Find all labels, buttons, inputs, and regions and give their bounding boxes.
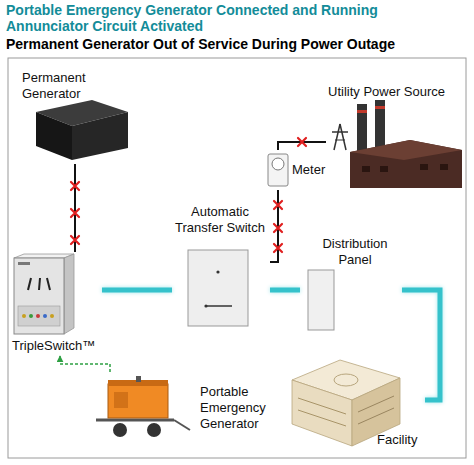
tripleswitch-icon [14,254,74,334]
generator-body [108,384,168,418]
stack-band [375,106,385,109]
generator-door [114,392,128,408]
red-x [274,224,282,232]
switch-blade [206,305,232,307]
portable-generator-icon [96,376,190,437]
terminal [43,314,47,318]
red-x [71,182,79,190]
switch-plate [18,262,30,265]
node-label: Distribution Panel [310,236,400,268]
title: Portable Emergency Generator Connected a… [6,2,378,18]
red-x-marks [71,138,306,252]
trailer-tongue [174,420,190,430]
status-heading: Permanent Generator Out of Service Durin… [6,36,395,52]
wheel [147,423,161,437]
switch-front [14,258,64,334]
live-power-line [270,288,300,293]
switch-lever [39,278,40,290]
distribution-panel-icon [308,270,334,330]
terminal [29,314,33,318]
tower-leg [340,124,346,150]
power-plant-icon [332,100,462,188]
permanent-generator-icon [36,100,128,160]
smokestack [375,100,385,152]
node-label: Utility Power Source [328,84,468,100]
trailer-frame [96,419,174,422]
plant-roof [350,140,462,160]
transfer-switch: Automatic Transfer Switch [172,204,270,328]
red-x [274,244,282,252]
plant-building [350,140,462,188]
tower-arm [335,140,345,141]
switch-side [64,254,74,334]
live-power-line [402,290,440,400]
window-row [298,410,346,426]
switch-lever [28,278,31,290]
generator-front [36,112,72,160]
plant-window [440,164,448,170]
wheel [113,423,127,437]
window-row [358,396,394,412]
panel-box [308,270,334,330]
node-label: Permanent Generator [22,70,146,102]
red-x [71,209,79,217]
terminal [22,314,26,318]
switch-contact [216,270,219,273]
node-label: Meter [292,162,340,178]
node-label: Portable Emergency Generator [200,384,274,432]
tripleswitch: TripleSwitch™ [8,252,102,356]
meter-body [268,154,288,186]
tower-leg [334,124,340,150]
plant-window [362,166,370,172]
subtitle: Annunciator Circuit Activated [6,18,203,34]
building-front [292,380,352,446]
red-x [298,138,306,146]
header: Portable Emergency Generator Connected a… [0,0,474,56]
utility-source: Utility Power Source [326,84,470,192]
meter: Meter [262,150,342,190]
window-row [298,398,346,414]
portable-generator: Portable Emergency Generator [84,372,276,452]
annunciator-signal [60,356,110,372]
plant-window [380,166,388,172]
window-row [358,408,394,424]
node-label: Facility [377,432,423,448]
terminal [50,314,54,318]
smokestack [357,104,367,152]
frame [8,58,466,458]
stack-band [357,110,367,113]
red-x [274,201,282,209]
switch-lever [47,278,50,290]
terminal [36,314,40,318]
terminal-strip [18,306,60,326]
tower-arm [332,131,348,133]
facility: Facility [285,336,425,454]
exhaust [136,376,141,382]
switch-cabinet [188,250,248,326]
transfer-switch-icon [188,250,248,326]
helipad [334,374,358,386]
distribution-panel: Distribution Panel [300,236,402,332]
meter-icon [268,154,288,186]
node-label: Automatic Transfer Switch [172,204,268,236]
live-power-line [102,288,172,293]
generator-side [72,112,128,160]
red-x [71,236,79,244]
meter-dial [272,158,284,170]
plant-window [420,164,428,170]
permanent-generator: Permanent Generator [18,68,148,164]
node-label: TripleSwitch™ [12,338,100,354]
